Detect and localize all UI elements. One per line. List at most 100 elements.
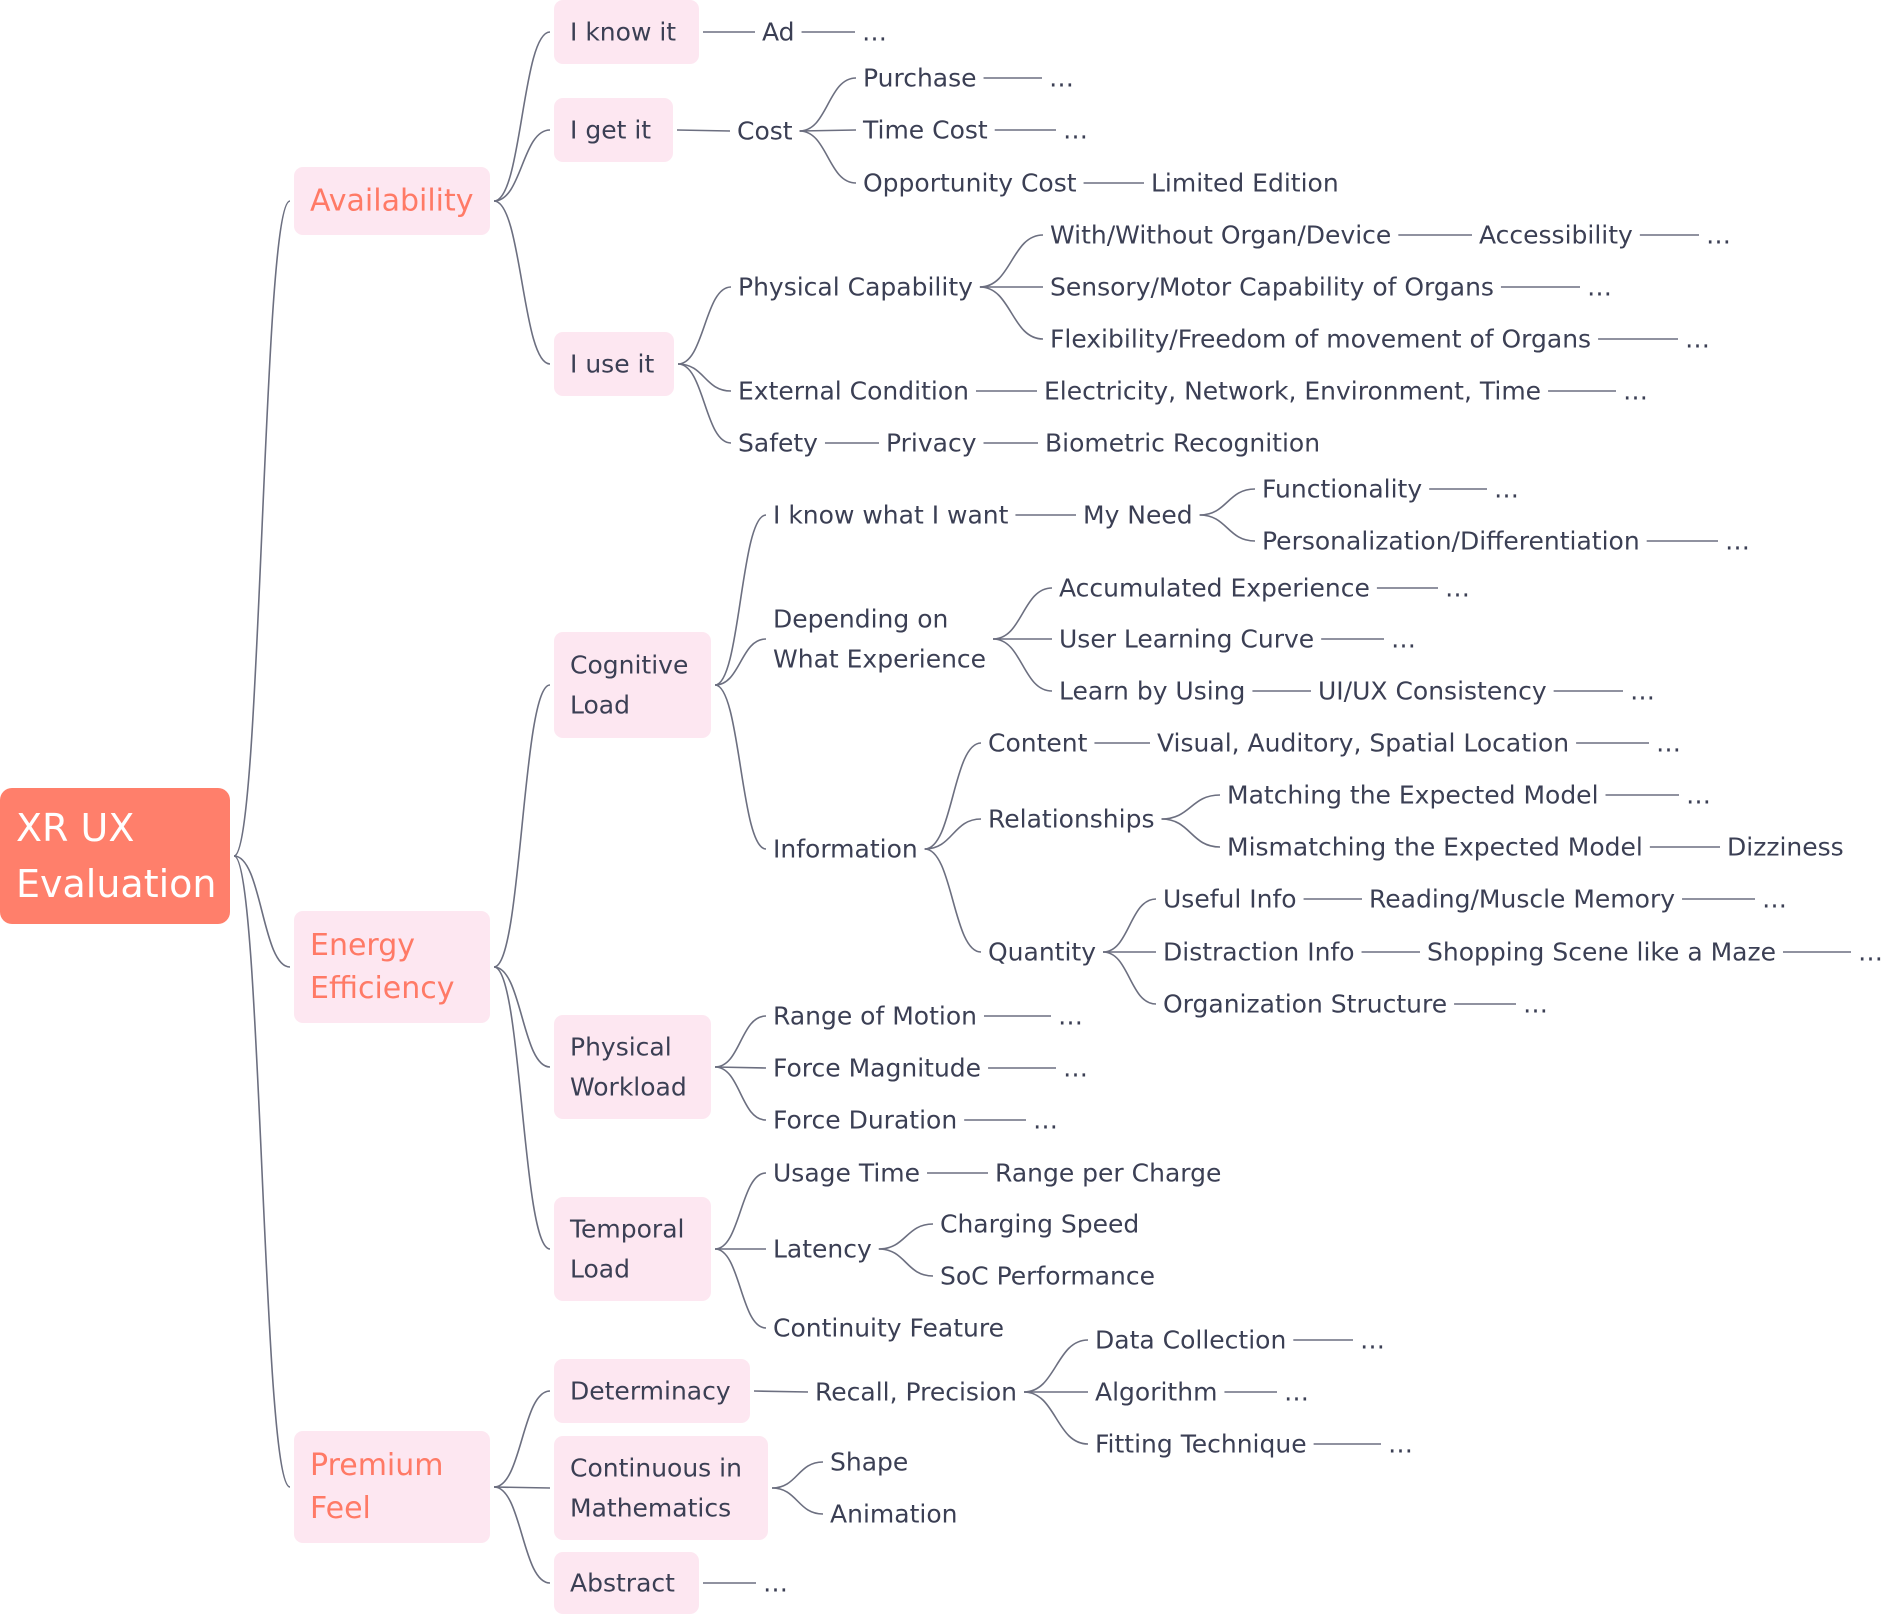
node-matching-more[interactable]: … (1686, 781, 1711, 810)
node-algorithm[interactable]: Algorithm (1095, 1378, 1217, 1407)
node-personalization-more[interactable]: … (1725, 527, 1750, 556)
node-label: Flexibility/Freedom of movement of Organ… (1050, 325, 1591, 354)
node-label: … (1360, 1326, 1385, 1355)
node-flexibility-more[interactable]: … (1685, 325, 1710, 354)
node-visual-auditory[interactable]: Visual, Auditory, Spatial Location (1157, 729, 1569, 758)
node-reading-muscle[interactable]: Reading/Muscle Memory (1369, 885, 1675, 914)
node-i-know-it[interactable]: I know it (554, 0, 699, 64)
node-ad-more[interactable]: … (862, 18, 887, 47)
node-shopping-scene[interactable]: Shopping Scene like a Maze (1427, 938, 1776, 967)
node-functionality[interactable]: Functionality (1262, 475, 1422, 504)
node-visual-auditory-more[interactable]: … (1656, 729, 1681, 758)
node-learning-curve[interactable]: User Learning Curve (1059, 625, 1314, 654)
node-electricity[interactable]: Electricity, Network, Environment, Time (1044, 377, 1541, 406)
node-charging-speed[interactable]: Charging Speed (940, 1210, 1139, 1239)
node-force-duration-more[interactable]: … (1033, 1106, 1058, 1135)
node-learning-curve-more[interactable]: … (1391, 625, 1416, 654)
node-electricity-more[interactable]: … (1623, 377, 1648, 406)
node-sensory-motor-more[interactable]: … (1587, 273, 1612, 302)
node-force-duration[interactable]: Force Duration (773, 1106, 957, 1135)
node-shopping-scene-more[interactable]: … (1858, 938, 1883, 967)
node-recall-precision[interactable]: Recall, Precision (815, 1378, 1017, 1407)
node-label: Fitting Technique (1095, 1430, 1307, 1459)
node-organization-structure-more[interactable]: … (1523, 990, 1548, 1019)
node-reading-muscle-more[interactable]: … (1762, 885, 1787, 914)
node-label: Data Collection (1095, 1326, 1286, 1355)
node-privacy[interactable]: Privacy (886, 429, 977, 458)
node-with-without-organ[interactable]: With/Without Organ/Device (1050, 221, 1391, 250)
node-label: Accumulated Experience (1059, 574, 1370, 603)
node-distraction-info[interactable]: Distraction Info (1163, 938, 1355, 967)
node-cost[interactable]: Cost (737, 117, 793, 146)
node-accumulated-more[interactable]: … (1445, 574, 1470, 603)
node-usage-time[interactable]: Usage Time (773, 1159, 920, 1188)
node-purchase-more[interactable]: … (1049, 64, 1074, 93)
node-useful-info[interactable]: Useful Info (1163, 885, 1297, 914)
node-shape[interactable]: Shape (830, 1448, 908, 1477)
node-learn-by-using[interactable]: Learn by Using (1059, 677, 1245, 706)
node-ui-ux-consistency[interactable]: UI/UX Consistency (1318, 677, 1547, 706)
node-continuity-feature[interactable]: Continuity Feature (773, 1314, 1004, 1343)
node-label: … (1391, 625, 1416, 654)
node-accessibility-more[interactable]: … (1706, 221, 1731, 250)
node-latency[interactable]: Latency (773, 1235, 872, 1264)
node-force-magnitude-more[interactable]: … (1063, 1054, 1088, 1083)
node-i-know-what-i-want[interactable]: I know what I want (773, 501, 1009, 530)
node-availability[interactable]: Availability (294, 167, 490, 235)
node-sensory-motor[interactable]: Sensory/Motor Capability of Organs (1050, 273, 1494, 302)
node-accumulated[interactable]: Accumulated Experience (1059, 574, 1370, 603)
node-abstract[interactable]: Abstract (554, 1552, 699, 1614)
node-biometric[interactable]: Biometric Recognition (1045, 429, 1320, 458)
node-my-need[interactable]: My Need (1083, 501, 1193, 530)
node-functionality-more[interactable]: … (1494, 475, 1519, 504)
node-range-per-charge[interactable]: Range per Charge (995, 1159, 1221, 1188)
node-determinacy[interactable]: Determinacy (554, 1359, 750, 1423)
node-personalization[interactable]: Personalization/Differentiation (1262, 527, 1640, 556)
node-purchase[interactable]: Purchase (863, 64, 977, 93)
node-organization-structure[interactable]: Organization Structure (1163, 990, 1447, 1019)
node-abstract-more[interactable]: … (763, 1569, 788, 1598)
node-ad[interactable]: Ad (762, 18, 795, 47)
node-fitting-technique-more[interactable]: … (1388, 1430, 1413, 1459)
edge-depending-on-to-accumulated (993, 587, 1053, 640)
node-range-of-motion-more[interactable]: … (1058, 1002, 1083, 1031)
node-time-cost-more[interactable]: … (1063, 116, 1088, 145)
edge-energy-efficiency-to-cognitive-load (493, 684, 551, 968)
node-i-get-it[interactable]: I get it (554, 98, 673, 162)
node-external-condition[interactable]: External Condition (738, 377, 969, 406)
node-content[interactable]: Content (988, 729, 1088, 758)
node-matching[interactable]: Matching the Expected Model (1227, 781, 1599, 810)
node-data-collection[interactable]: Data Collection (1095, 1326, 1286, 1355)
node-time-cost[interactable]: Time Cost (862, 116, 988, 145)
node-data-collection-more[interactable]: … (1360, 1326, 1385, 1355)
node-mismatching[interactable]: Mismatching the Expected Model (1227, 833, 1643, 862)
node-ui-ux-consistency-more[interactable]: … (1630, 677, 1655, 706)
node-force-magnitude[interactable]: Force Magnitude (773, 1054, 981, 1083)
node-range-of-motion[interactable]: Range of Motion (773, 1002, 977, 1031)
node-physical-capability[interactable]: Physical Capability (738, 273, 973, 302)
node-i-use-it[interactable]: I use it (554, 332, 674, 396)
node-dizziness[interactable]: Dizziness (1727, 833, 1844, 862)
node-quantity[interactable]: Quantity (988, 938, 1096, 967)
node-opportunity-cost[interactable]: Opportunity Cost (863, 169, 1077, 198)
node-algorithm-more[interactable]: … (1284, 1378, 1309, 1407)
edge-temporal-load-to-usage-time (714, 1172, 767, 1250)
node-label: User Learning Curve (1059, 625, 1314, 654)
node-flexibility[interactable]: Flexibility/Freedom of movement of Organ… (1050, 325, 1591, 354)
node-information[interactable]: Information (773, 835, 918, 864)
node-safety[interactable]: Safety (738, 429, 818, 458)
node-fitting-technique[interactable]: Fitting Technique (1095, 1430, 1307, 1459)
node-relationships[interactable]: Relationships (988, 805, 1155, 834)
node-accessibility[interactable]: Accessibility (1479, 221, 1633, 250)
node-limited-edition[interactable]: Limited Edition (1151, 169, 1339, 198)
node-soc-performance[interactable]: SoC Performance (940, 1262, 1155, 1291)
node-animation[interactable]: Animation (830, 1500, 957, 1529)
